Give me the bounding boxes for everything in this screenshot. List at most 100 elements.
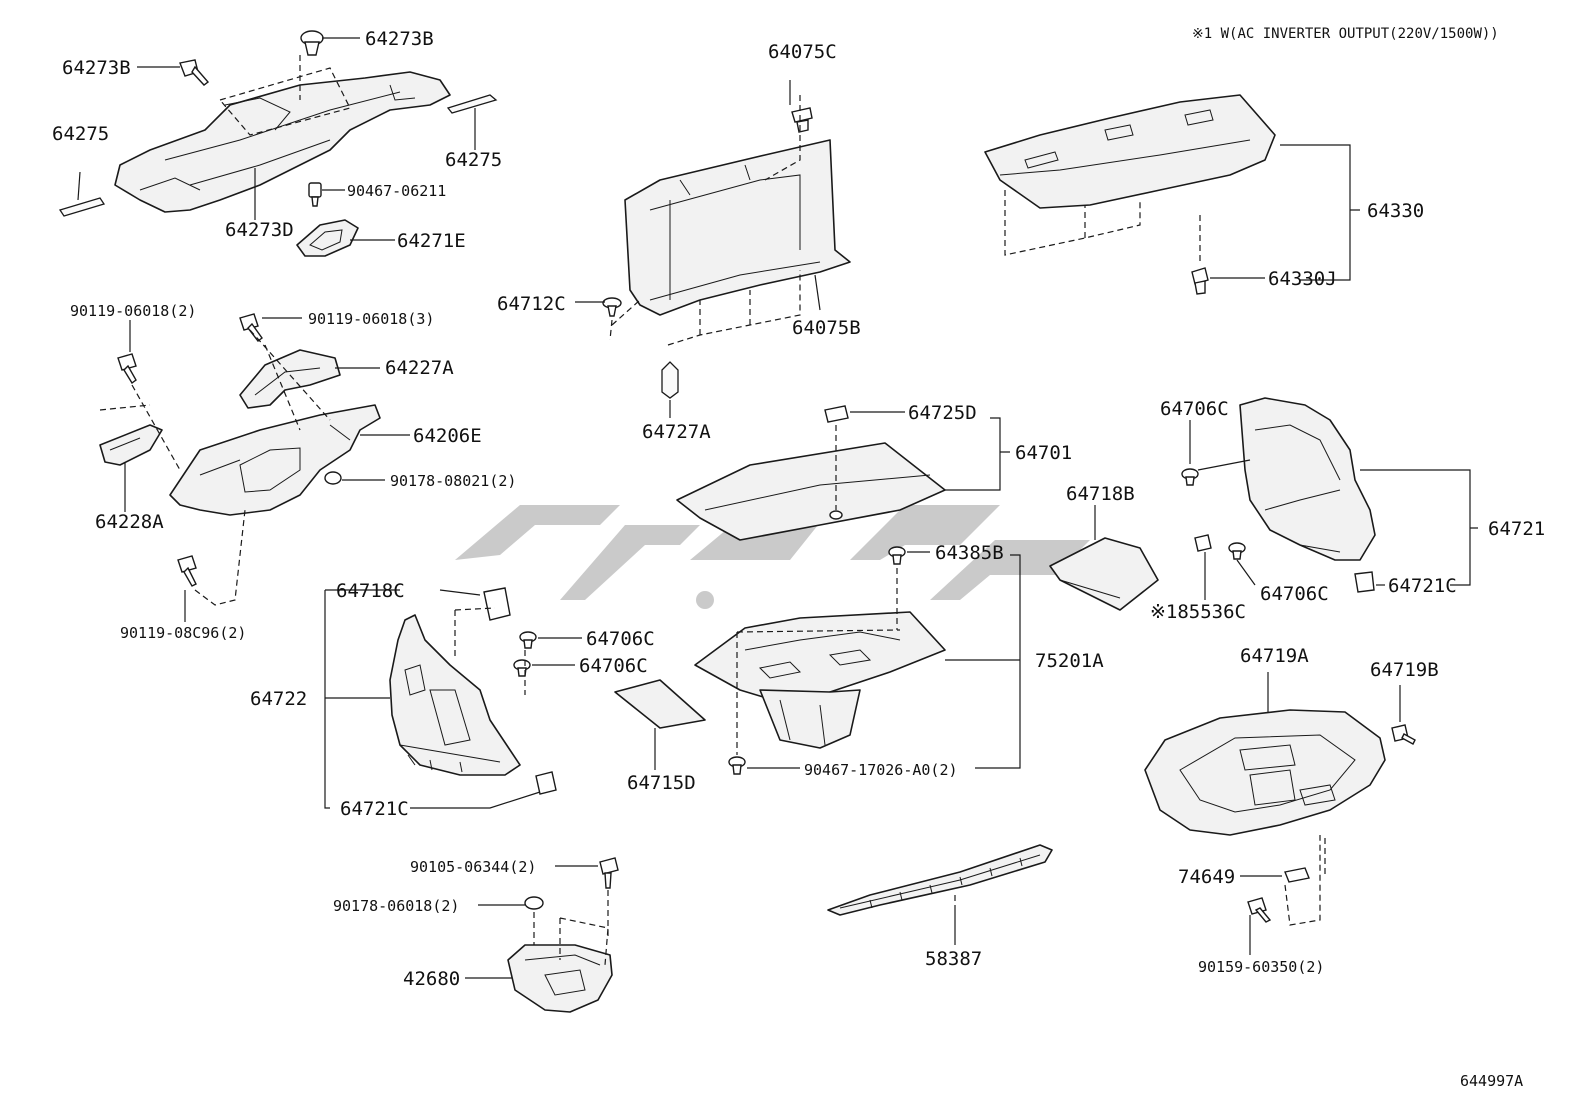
part-64075B-panel[interactable]	[624, 139, 851, 316]
label-90467-17026: 90467-17026-A0(2)	[804, 761, 958, 779]
strip-64275-right[interactable]	[446, 94, 498, 114]
clip-64706C-2[interactable]	[513, 659, 531, 677]
label-90467-06211: 90467-06211	[347, 182, 446, 200]
clip-90467-06211[interactable]	[308, 182, 322, 207]
label-64706C-4: 64706C	[1260, 583, 1329, 605]
label-64706C-3: 64706C	[1160, 398, 1229, 420]
label-64718C: 64718C	[336, 580, 405, 602]
screw-90105-06344[interactable]	[599, 857, 619, 889]
part-64206E-panel[interactable]	[169, 404, 381, 516]
part-64721-side-trim[interactable]	[1239, 397, 1376, 561]
part-64273D-trim[interactable]	[114, 71, 451, 213]
label-64722: 64722	[250, 688, 307, 710]
clip-85536C[interactable]	[1194, 534, 1212, 552]
label-90178-08021: 90178-08021(2)	[390, 472, 516, 490]
nut-90178-06018[interactable]	[524, 896, 544, 910]
label-64385B: 64385B	[935, 542, 1004, 564]
part-64722-side-trim[interactable]	[389, 614, 521, 776]
clip-64721C-1[interactable]	[535, 771, 557, 795]
clip-64330J[interactable]	[1191, 267, 1209, 295]
label-64273D: 64273D	[225, 219, 294, 241]
dash-64228A	[99, 384, 181, 471]
leader-64701	[945, 417, 1010, 491]
part-64330-board[interactable]	[984, 94, 1276, 209]
label-64228A: 64228A	[95, 511, 164, 533]
clip-64725D[interactable]	[824, 405, 849, 423]
dash-64075C	[764, 95, 801, 181]
inverter-note: ※1 W(AC INVERTER OUTPUT(220V/1500W))	[1192, 26, 1499, 42]
screw-90119-08C96[interactable]	[177, 555, 197, 587]
label-64706C-1: 64706C	[586, 628, 655, 650]
label-64725D: 64725D	[908, 402, 977, 424]
label-75201A: 75201A	[1035, 650, 1104, 672]
label-90119-06018-2: 90119-06018(2)	[70, 302, 196, 320]
part-64715D-cover[interactable]	[614, 679, 706, 729]
mat-hole	[829, 510, 843, 520]
part-75201A-tray[interactable]	[694, 611, 946, 749]
screw-64273B-left[interactable]	[179, 59, 210, 86]
leader-75201A	[945, 554, 1021, 769]
clip-64075C[interactable]	[791, 107, 813, 133]
clip-90467-17026[interactable]	[728, 756, 746, 775]
strip-64275-left[interactable]	[58, 197, 106, 217]
part-64719A-back-panel[interactable]	[1144, 709, 1386, 836]
screw-90119-06018-2[interactable]	[117, 353, 137, 385]
leader-64275-left	[77, 171, 81, 201]
leader-64706C-3-line	[1197, 459, 1251, 471]
label-90119-06018-3: 90119-06018(3)	[308, 310, 434, 328]
clip-64712C[interactable]	[602, 297, 622, 317]
part-64727A-pad[interactable]	[661, 361, 679, 399]
watermark-logo	[455, 505, 1090, 609]
dash-64227A	[249, 329, 331, 431]
clip-64719B[interactable]	[1391, 724, 1416, 745]
label-64206E: 64206E	[413, 425, 482, 447]
label-64718B: 64718B	[1066, 483, 1135, 505]
part-42680-bracket[interactable]	[507, 944, 613, 1013]
label-64721: 64721	[1488, 518, 1545, 540]
label-90119-08C96: 90119-08C96(2)	[120, 624, 246, 642]
clip-64718C[interactable]	[483, 587, 511, 621]
dash-64722	[454, 607, 526, 695]
leader-64721	[1360, 469, 1478, 586]
clip-64273B-top[interactable]	[300, 30, 324, 56]
part-64228A-bracket[interactable]	[99, 424, 163, 466]
dash-64075B-clips	[667, 270, 801, 346]
part-64271E-bracket[interactable]	[296, 219, 359, 257]
clip-64385B[interactable]	[888, 546, 906, 565]
part-64227A-cover[interactable]	[239, 349, 341, 409]
dash-64712C	[609, 299, 641, 341]
dash-42680	[533, 890, 609, 966]
nut-90178-08021[interactable]	[324, 471, 342, 485]
figure-id: 644997A	[1460, 1072, 1523, 1090]
label-90105-06344: 90105-06344(2)	[410, 858, 536, 876]
label-64330: 64330	[1367, 200, 1424, 222]
clip-64706C-1[interactable]	[519, 631, 537, 649]
screw-90119-06018-3[interactable]	[239, 313, 263, 342]
label-74649: 74649	[1178, 866, 1235, 888]
clip-64706C-3[interactable]	[1181, 468, 1199, 486]
label-64706C-2: 64706C	[579, 655, 648, 677]
label-64273B-top: 64273B	[365, 28, 434, 50]
leader-64075B	[814, 274, 821, 311]
part-74649-cap[interactable]	[1284, 867, 1310, 883]
dash-75201A	[736, 568, 901, 755]
label-64712C: 64712C	[497, 293, 566, 315]
clip-64706C-4[interactable]	[1228, 542, 1246, 560]
leader-64722-bracket	[324, 589, 400, 809]
label-64227A: 64227A	[385, 357, 454, 379]
clip-64721C-2[interactable]	[1354, 571, 1375, 593]
label-64271E: 64271E	[397, 230, 466, 252]
leader-64706C-4	[1236, 559, 1256, 586]
part-64701-mat[interactable]	[676, 442, 946, 541]
part-64718B-pad[interactable]	[1049, 537, 1159, 611]
label-64721C-2: 64721C	[1388, 575, 1457, 597]
dash-64719A	[1284, 835, 1326, 926]
screw-90159-60350[interactable]	[1247, 897, 1272, 923]
label-90178-06018: 90178-06018(2)	[333, 897, 459, 915]
dash-90119-08C96	[194, 509, 246, 606]
label-64727A: 64727A	[642, 421, 711, 443]
label-64701: 64701	[1015, 442, 1072, 464]
dash-64330	[1004, 190, 1201, 265]
part-58387-sill-plate[interactable]	[827, 844, 1053, 916]
label-64275-left: 64275	[52, 123, 109, 145]
